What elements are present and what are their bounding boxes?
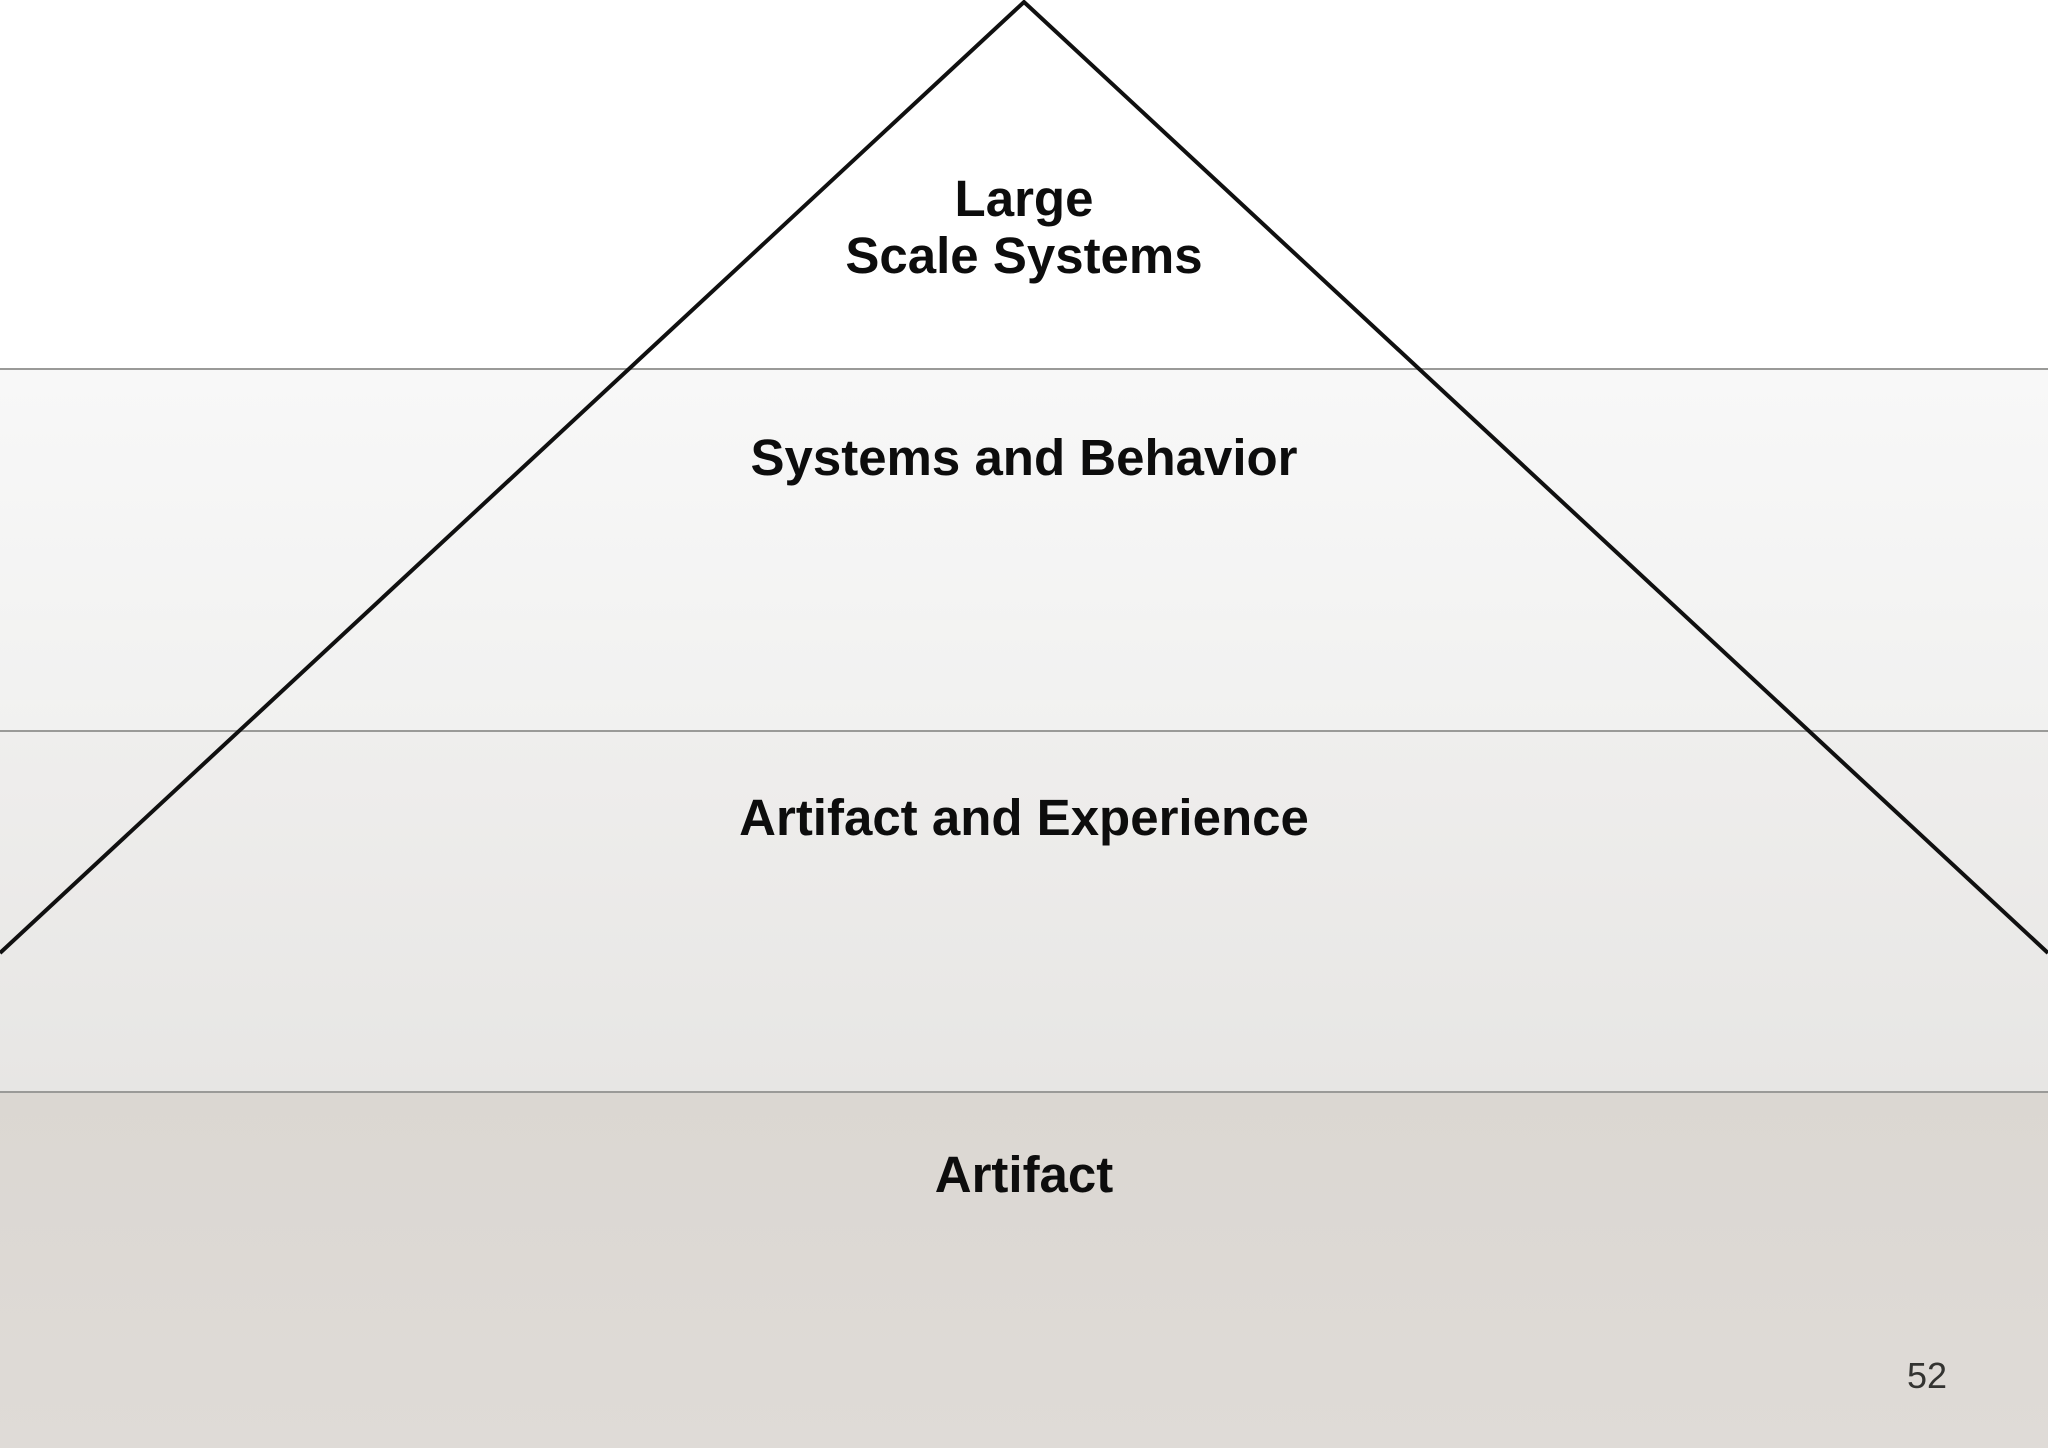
band-artifact-and-experience — [0, 730, 2048, 1091]
page-number: 52 — [1906, 1355, 1947, 1396]
band-systems-and-behavior — [0, 368, 2048, 730]
level-label-line-2: Scale Systems — [845, 227, 1203, 284]
band-artifact — [0, 1091, 2048, 1448]
level-label-line-1: Large — [954, 170, 1094, 227]
level-label-large-scale-systems: Large Scale Systems — [0, 170, 2048, 284]
level-label-artifact-and-experience: Artifact and Experience — [739, 789, 1309, 846]
level-label-systems-and-behavior: Systems and Behavior — [750, 429, 1298, 486]
level-label-artifact: Artifact — [934, 1146, 1114, 1203]
pyramid-outline-lines — [0, 0, 2048, 955]
